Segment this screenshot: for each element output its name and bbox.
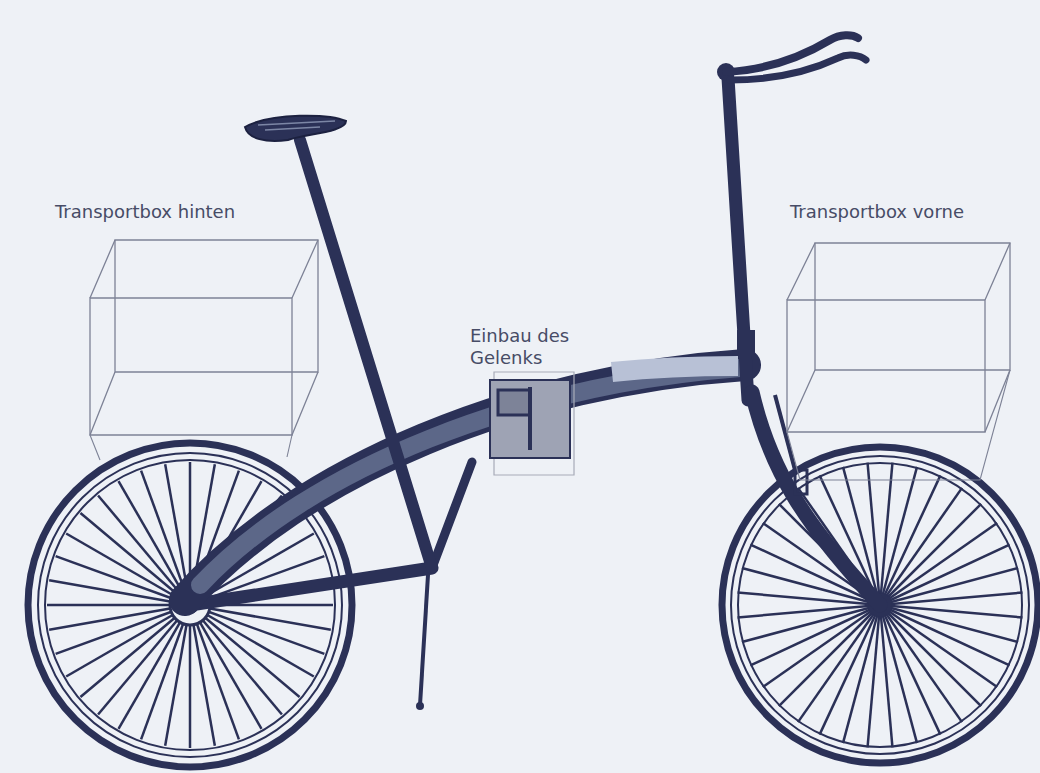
box-label: Einbau des Gelenks xyxy=(470,325,640,369)
box-line xyxy=(90,240,318,435)
kickstand xyxy=(420,575,428,705)
joint-box: Einbau des Gelenks xyxy=(470,325,620,485)
box-line xyxy=(815,243,1010,370)
box-line xyxy=(498,390,530,415)
frame-strut xyxy=(432,462,472,568)
seat-tube xyxy=(300,140,432,568)
box-label: Transportbox hinten xyxy=(55,201,325,223)
brake-caliper xyxy=(795,470,807,494)
box-line xyxy=(90,298,292,435)
handlebar xyxy=(726,35,858,72)
transport-box: Transportbox vorne xyxy=(780,195,1020,490)
box-line xyxy=(90,435,292,460)
box-line xyxy=(787,243,1010,432)
brake-clamp xyxy=(737,330,755,356)
box-outline xyxy=(55,195,335,480)
box-line xyxy=(490,380,570,458)
saddle-texture xyxy=(258,121,335,130)
kickstand-foot xyxy=(416,702,424,710)
box-outline xyxy=(780,195,1020,490)
transport-box: Transportbox hinten xyxy=(55,195,335,480)
handlebar xyxy=(730,55,866,80)
box-line xyxy=(787,300,985,432)
box-line xyxy=(787,370,1010,480)
box-line xyxy=(528,387,532,450)
fork xyxy=(752,392,880,605)
frame-highlight xyxy=(612,366,738,372)
box-label: Transportbox vorne xyxy=(790,201,1020,223)
frame-shading xyxy=(200,368,740,585)
main-frame xyxy=(185,365,745,600)
saddle xyxy=(245,116,346,141)
box-line xyxy=(115,240,318,372)
